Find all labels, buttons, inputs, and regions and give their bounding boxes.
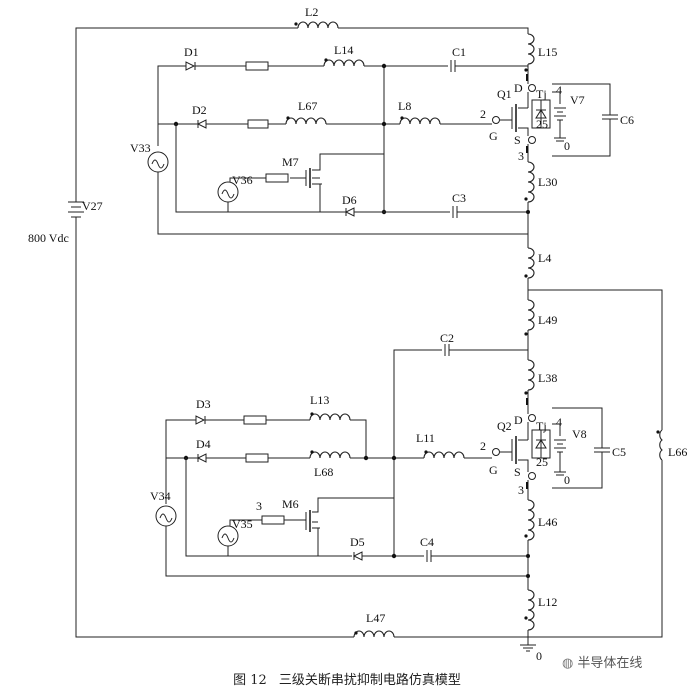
label-Q1: Q1 — [497, 87, 512, 101]
wechat-icon: ◍ — [562, 656, 574, 671]
label-L11: L11 — [416, 431, 435, 445]
label-L13: L13 — [310, 393, 329, 407]
label-L49: L49 — [538, 313, 557, 327]
label-V34: V34 — [150, 489, 171, 503]
inductor-L13 — [309, 413, 351, 421]
label-L8: L8 — [398, 99, 411, 113]
outer-loop-wires — [75, 27, 529, 645]
label-C4: C4 — [420, 535, 434, 549]
label-Q2-G: G — [489, 463, 498, 477]
label-V33: V33 — [130, 141, 151, 155]
lower-gate-driver — [155, 344, 530, 578]
inductor-L67 — [285, 117, 327, 125]
label-D2: D2 — [192, 103, 207, 117]
component-labels: L2 L15 D1 L14 C1 D2 L67 L8 Q1 D Tj 4 V7 … — [28, 5, 687, 663]
watermark-text: 半导体在线 — [577, 656, 643, 671]
label-V27: V27 — [82, 199, 103, 213]
inductor-L47 — [353, 630, 395, 638]
label-Q1-4: 4 — [556, 83, 562, 97]
label-C1: C1 — [452, 45, 466, 59]
inductor-L11 — [423, 451, 465, 459]
label-V8-0: 0 — [564, 473, 570, 487]
label-L67: L67 — [298, 99, 317, 113]
label-C5: C5 — [612, 445, 626, 459]
inductor-L14 — [323, 59, 365, 67]
label-M6: M6 — [282, 497, 299, 511]
label-L38: L38 — [538, 371, 557, 385]
inductor-L46 — [527, 499, 535, 541]
label-D6: D6 — [342, 193, 357, 207]
figure-number: 图 12 — [233, 673, 267, 688]
label-Q2-S: S — [514, 465, 521, 479]
watermark: ◍半导体在线 — [562, 652, 642, 671]
label-L66: L66 — [668, 445, 687, 459]
label-D4: D4 — [196, 437, 211, 451]
label-L46: L46 — [538, 515, 557, 529]
inductor-L12 — [527, 589, 535, 631]
inductor-L30 — [527, 161, 535, 203]
label-Q2-4: 4 — [556, 415, 562, 429]
label-Q2-3: 3 — [518, 483, 524, 497]
inductor-L68 — [309, 451, 351, 459]
label-L14: L14 — [334, 43, 353, 57]
inductor-L49 — [527, 299, 535, 331]
label-Q1-S: S — [514, 133, 521, 147]
label-gnd: 0 — [536, 649, 542, 663]
label-L30: L30 — [538, 175, 557, 189]
label-V35-3: 3 — [256, 499, 262, 513]
inductor-L66 — [659, 429, 663, 461]
label-D5: D5 — [350, 535, 365, 549]
label-C2: C2 — [440, 331, 454, 345]
label-L68: L68 — [314, 465, 333, 479]
label-L47: L47 — [366, 611, 385, 625]
label-Q1-G: G — [489, 129, 498, 143]
label-L12: L12 — [538, 595, 557, 609]
label-Q2-D: D — [514, 413, 523, 427]
label-V36: V36 — [232, 173, 253, 187]
inductor-L4 — [527, 247, 535, 279]
inductor-L15 — [527, 33, 535, 65]
label-Q1-D: D — [514, 81, 523, 95]
label-Q2: Q2 — [497, 419, 512, 433]
label-V7-0: 0 — [564, 139, 570, 153]
main-power-chain — [492, 33, 663, 652]
figure-caption: 图 12 三级关断串扰抑制电路仿真模型 — [0, 669, 694, 688]
inductor-L8 — [399, 117, 441, 125]
label-Q2-25: 25 — [536, 455, 548, 469]
label-Q1-Tj: Tj — [536, 87, 547, 101]
label-Q1-3: 3 — [518, 149, 524, 163]
label-V8: V8 — [572, 427, 587, 441]
inductor-L38 — [527, 359, 535, 391]
label-D1: D1 — [184, 45, 199, 59]
label-C6: C6 — [620, 113, 634, 127]
label-Q1-2: 2 — [480, 107, 486, 121]
label-L2: L2 — [305, 5, 318, 19]
upper-gate-driver — [147, 58, 530, 235]
label-Q2-Tj: Tj — [536, 419, 547, 433]
label-800vdc: 800 Vdc — [28, 231, 69, 245]
inductor-L2 — [297, 21, 339, 29]
label-Q2-2: 2 — [480, 439, 486, 453]
label-C3: C3 — [452, 191, 466, 205]
label-V7: V7 — [570, 93, 585, 107]
label-D3: D3 — [196, 397, 211, 411]
figure-title: 三级关断串扰抑制电路仿真模型 — [278, 673, 461, 688]
label-M7: M7 — [282, 155, 299, 169]
label-Q1-25: 25 — [536, 117, 548, 131]
dc-source-V27 — [68, 185, 84, 230]
label-V35: V35 — [232, 517, 253, 531]
label-L4: L4 — [538, 251, 551, 265]
label-L15: L15 — [538, 45, 557, 59]
